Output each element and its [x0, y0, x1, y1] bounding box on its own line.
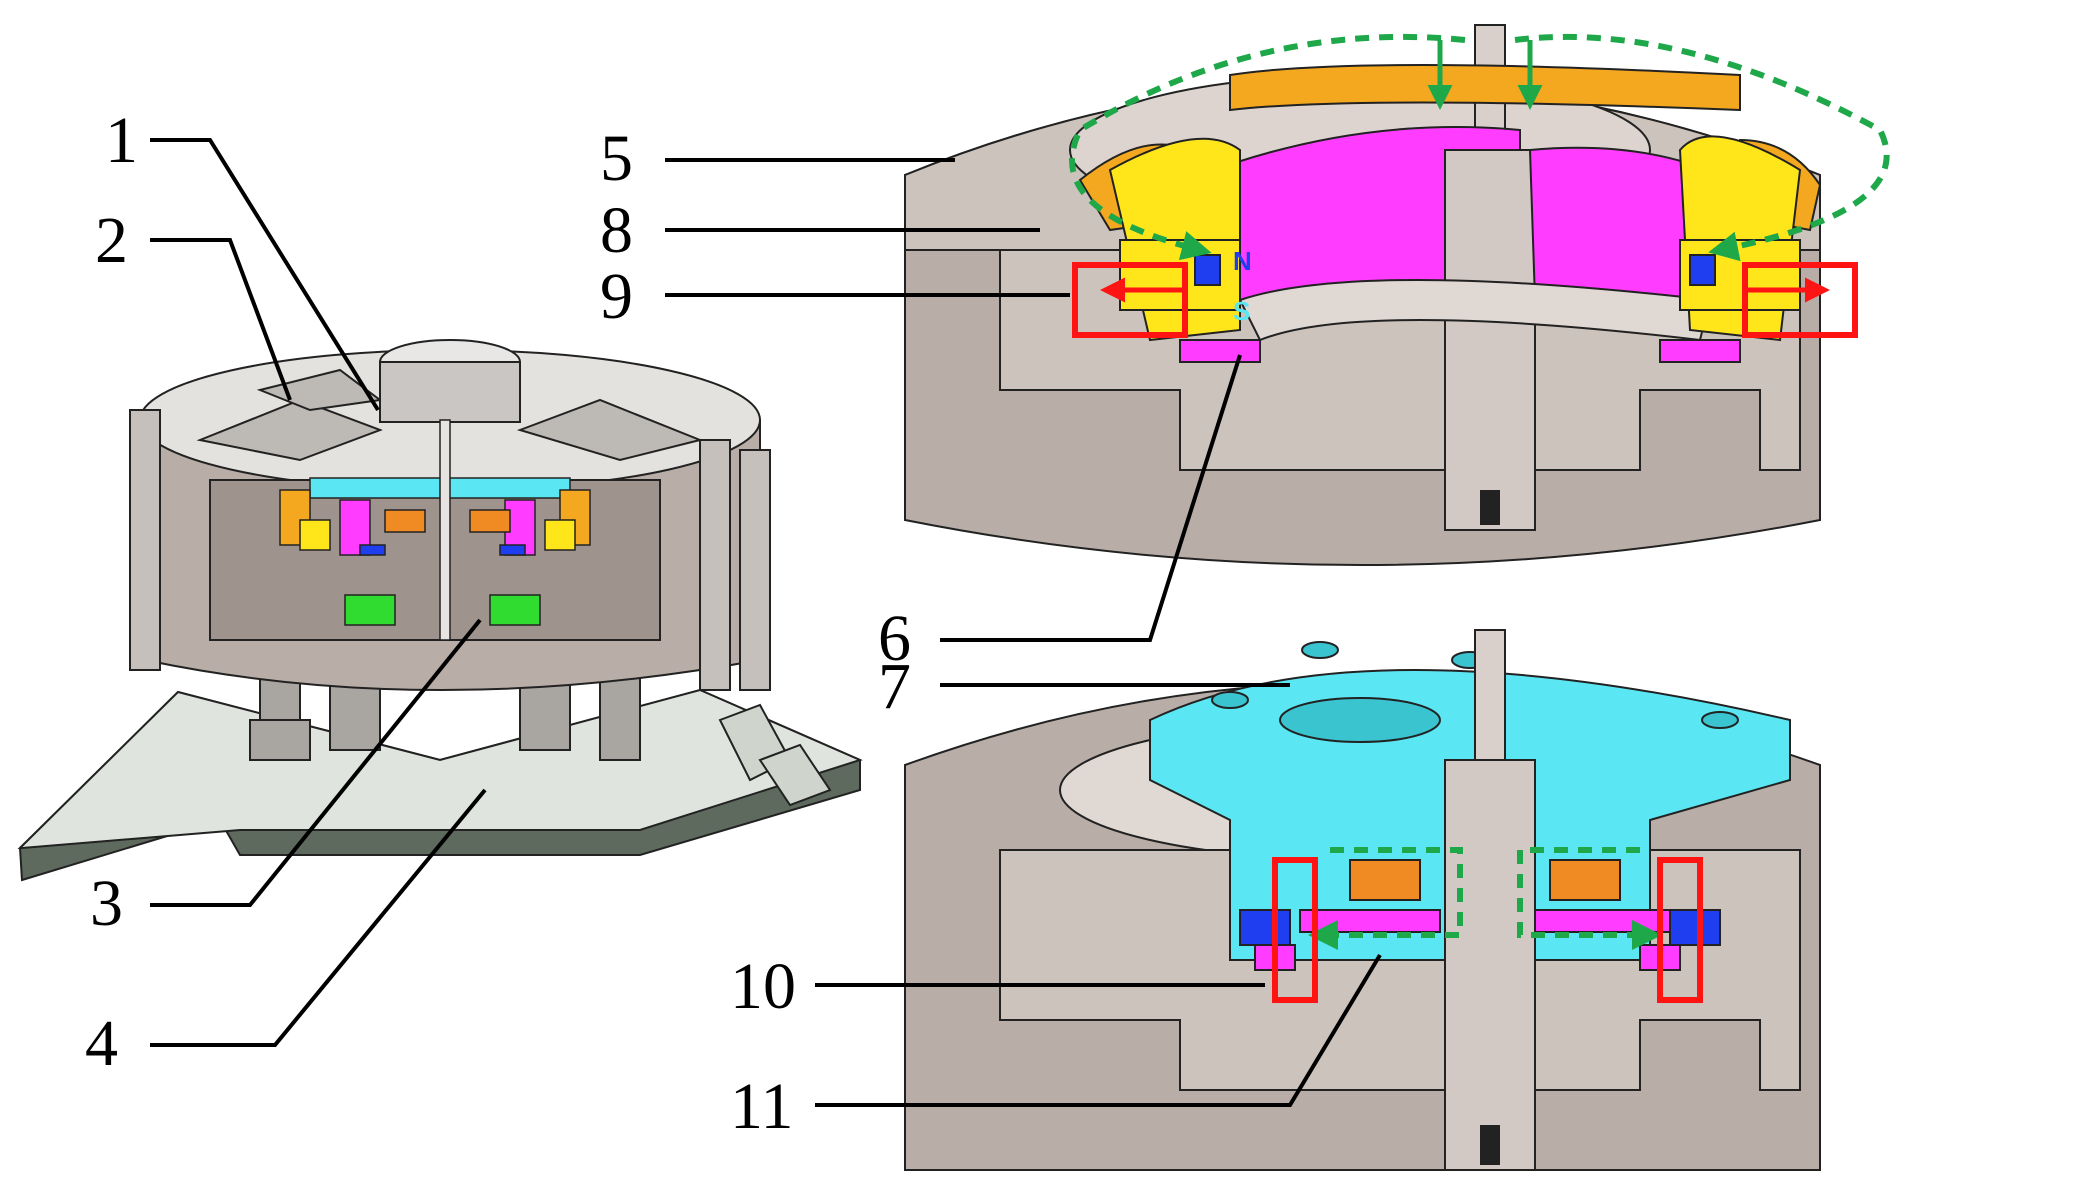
callout-9: 9 — [600, 260, 633, 333]
pole-south-label: S — [1233, 296, 1250, 326]
callout-6: 6 — [878, 602, 911, 675]
callout-2: 2 — [95, 204, 128, 277]
left-cutaway-cavity — [209, 479, 661, 641]
callout-1: 1 — [105, 104, 138, 177]
callout-4: 4 — [85, 1007, 118, 1080]
side-posts — [129, 409, 771, 691]
callout-5: 5 — [600, 122, 633, 195]
callout-10: 10 — [730, 950, 796, 1023]
callout-11: 11 — [730, 1070, 794, 1143]
left-assembly — [17, 339, 863, 882]
pole-north-label: N — [1233, 246, 1252, 276]
left-leaders — [150, 138, 487, 1047]
upper-housing: N S — [904, 24, 1822, 566]
left-internal-parts — [279, 419, 591, 641]
lower-housing — [904, 629, 1821, 1171]
callout-8: 8 — [600, 194, 633, 267]
upper-flux-paths — [1069, 33, 1890, 338]
upper-orange-yoke — [1229, 64, 1741, 112]
top-clamps — [196, 368, 704, 462]
base-ribs — [718, 703, 832, 807]
callout-labels: 1 2 3 4 5 6 7 8 9 10 11 — [85, 104, 911, 1143]
callout-3: 3 — [90, 867, 123, 940]
callout-7: 7 — [878, 650, 911, 723]
right-leaders — [665, 158, 1382, 1107]
lower-flux-paths — [1272, 847, 1703, 1003]
